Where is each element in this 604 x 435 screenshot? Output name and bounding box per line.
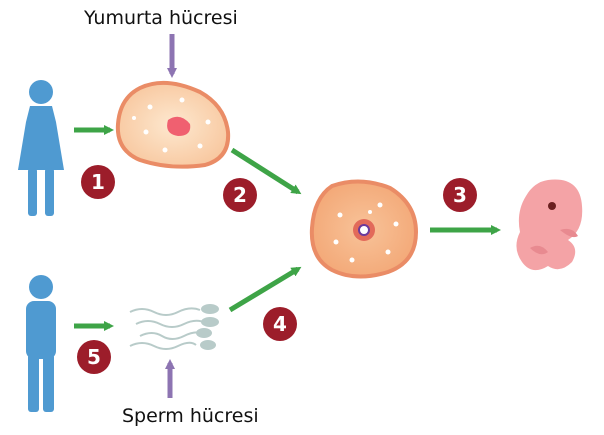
sperm-cell-label: Sperm hücresi (122, 405, 259, 427)
step-badge-4 (263, 307, 297, 341)
step-badge-5 (77, 340, 111, 374)
egg-cell-icon (118, 83, 228, 167)
step-badge-2 (223, 178, 257, 212)
male-figure-icon (26, 275, 56, 412)
zygote-icon (312, 181, 416, 276)
step-badge-3 (443, 178, 477, 212)
embryo-icon (516, 180, 582, 271)
egg-cell-label: Yumurta hücresi (84, 7, 238, 29)
arrow-sperm-to-zygote (230, 269, 298, 310)
sperm-cells-icon (130, 304, 219, 350)
step-badge-1 (81, 165, 115, 199)
female-figure-icon (18, 80, 64, 216)
